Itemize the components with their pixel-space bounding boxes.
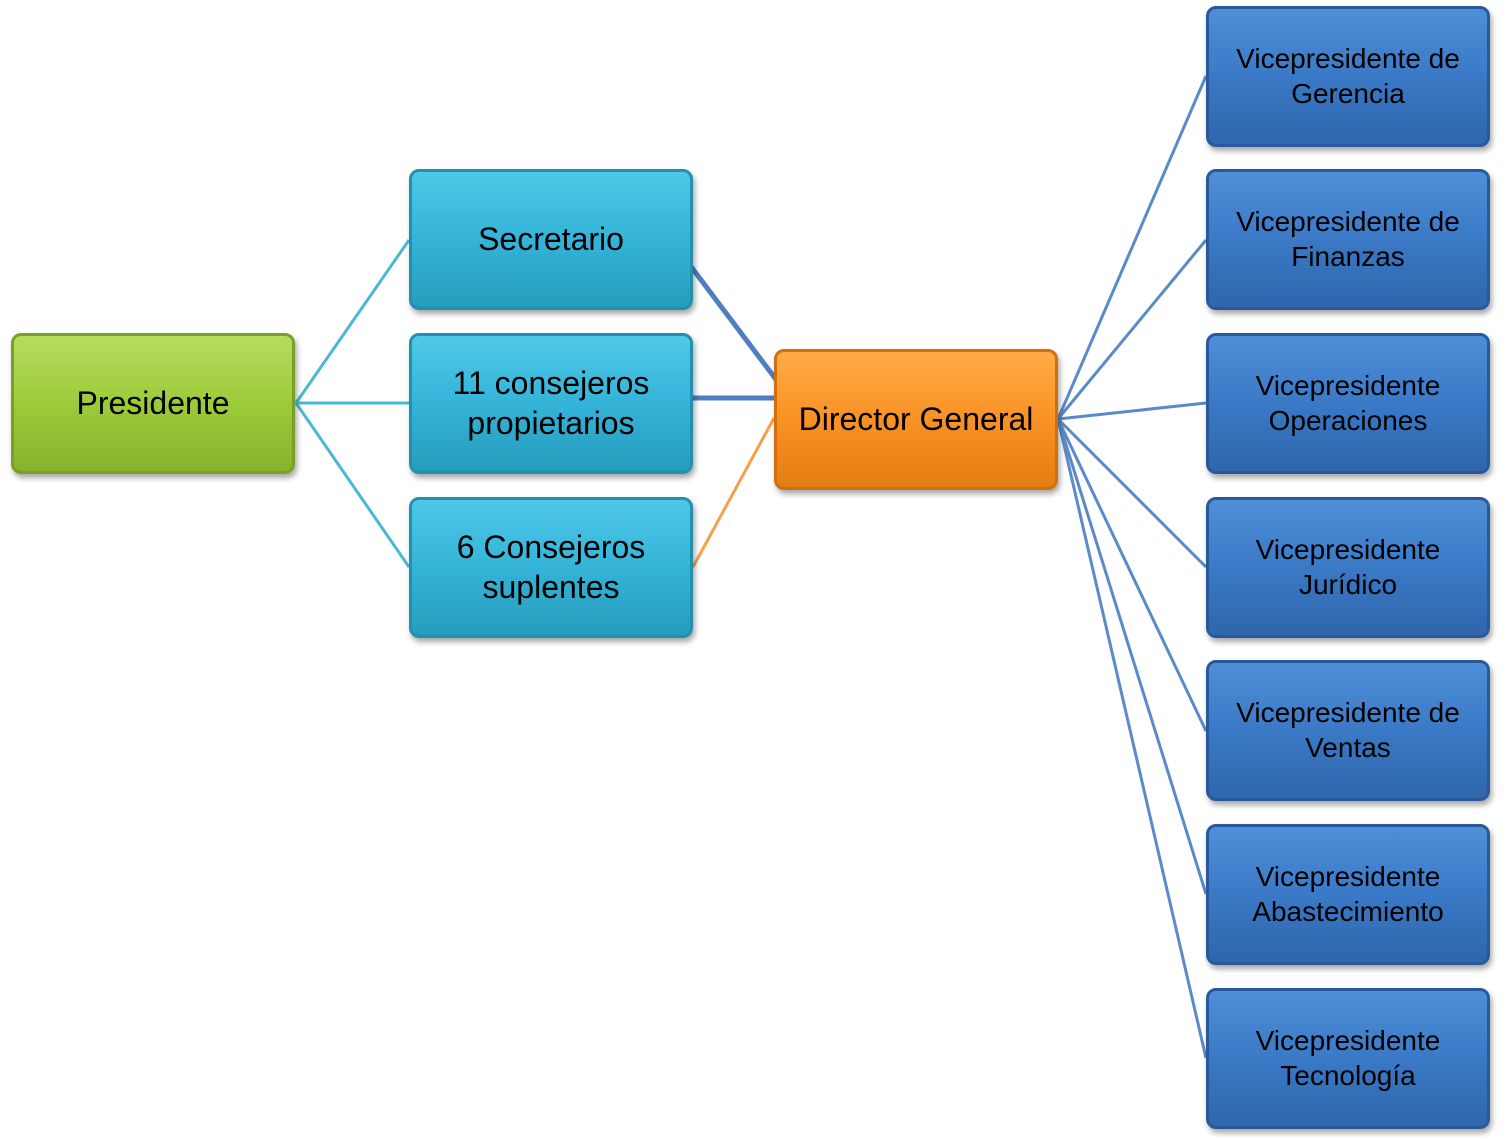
node-vp-tecnologia: Vicepresidente Tecnología xyxy=(1206,988,1490,1129)
node-vp-tecnologia-label: Vicepresidente Tecnología xyxy=(1255,1025,1441,1091)
connector-director-vp-abastecimiento xyxy=(1056,418,1208,895)
node-secretario-label: Secretario xyxy=(478,220,624,257)
connector-director-vp-tecnologia xyxy=(1056,418,1208,1059)
connector-presidente-secretario xyxy=(294,239,411,404)
node-vp-operaciones-label: Vicepresidente Operaciones xyxy=(1255,370,1441,436)
node-vp-abastecimiento-label: Vicepresidente Abastecimiento xyxy=(1252,861,1444,927)
node-vp-finanzas: Vicepresidente de Finanzas xyxy=(1206,169,1490,310)
connector-director-vp-operaciones xyxy=(1057,401,1207,421)
connector-director-vp-juridico xyxy=(1056,417,1208,569)
node-vp-operaciones: Vicepresidente Operaciones xyxy=(1206,333,1490,474)
connector-director-vp-gerencia xyxy=(1056,75,1208,420)
node-consejeros-suplentes: 6 Consejeros suplentes xyxy=(409,497,693,638)
node-vp-ventas: Vicepresidente de Ventas xyxy=(1206,660,1490,801)
node-consejeros-suplentes-label: 6 Consejeros suplentes xyxy=(456,529,646,605)
node-consejeros-propietarios: 11 consejeros propietarios xyxy=(409,333,693,474)
connector-presidente-suplentes xyxy=(294,402,411,568)
connector-suplentes-director xyxy=(691,417,776,568)
node-vp-juridico: Vicepresidente Jurídico xyxy=(1206,497,1490,638)
node-consejeros-propietarios-label: 11 consejeros propietarios xyxy=(452,365,650,441)
node-director-general: Director General xyxy=(774,349,1058,490)
node-presidente-label: Presidente xyxy=(76,384,230,421)
node-vp-finanzas-label: Vicepresidente de Finanzas xyxy=(1236,206,1460,272)
node-presidente: Presidente xyxy=(11,333,295,474)
node-secretario: Secretario xyxy=(409,169,693,310)
node-vp-abastecimiento: Vicepresidente Abastecimiento xyxy=(1206,824,1490,965)
connector-secretario-director xyxy=(678,250,792,400)
connector-director-vp-ventas xyxy=(1056,418,1208,732)
connector-director-vp-finanzas xyxy=(1056,239,1208,420)
node-vp-gerencia-label: Vicepresidente de Gerencia xyxy=(1236,43,1460,109)
node-vp-ventas-label: Vicepresidente de Ventas xyxy=(1236,697,1460,763)
node-director-general-label: Director General xyxy=(798,400,1034,437)
node-vp-gerencia: Vicepresidente de Gerencia xyxy=(1206,6,1490,147)
node-vp-juridico-label: Vicepresidente Jurídico xyxy=(1255,534,1441,600)
